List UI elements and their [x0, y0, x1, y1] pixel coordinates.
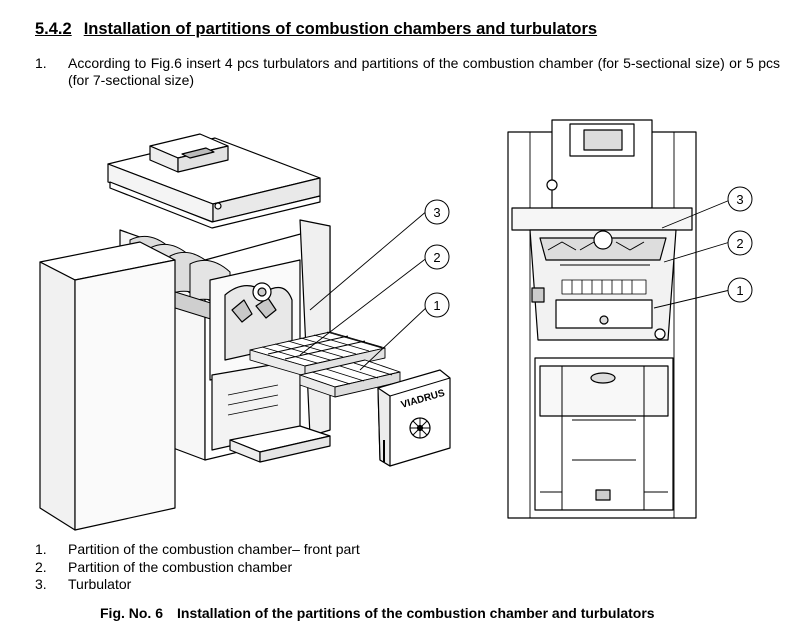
- legend-number: 1.: [35, 541, 47, 557]
- section-number: 5.4.2: [35, 20, 72, 38]
- step-number: 1.: [35, 55, 47, 71]
- section-heading: 5.4.2 Installation of partitions of combu…: [35, 20, 597, 39]
- callout-right-1: 1: [736, 283, 743, 298]
- front-view-boiler-drawing: 3 2 1: [507, 119, 753, 519]
- figure-label: Fig. No. 6: [100, 605, 163, 621]
- legend-text: Partition of the combustion chamber– fro…: [68, 541, 360, 557]
- legend-text: Turbulator: [68, 576, 132, 592]
- section-title: Installation of partitions of combustion…: [83, 20, 598, 38]
- legend-number: 3.: [35, 576, 47, 592]
- figure-caption-text: Installation of the partitions of the co…: [177, 605, 655, 621]
- callout-right-2: 2: [736, 236, 743, 251]
- step-text: According to Fig.6 insert 4 pcs turbulat…: [68, 55, 780, 88]
- callout-left-2: 2: [433, 250, 440, 265]
- callout-left-1: 1: [433, 298, 440, 313]
- figure-caption: Fig. No. 6 Installation of the partitions…: [100, 605, 655, 621]
- legend-number: 2.: [35, 558, 47, 575]
- legend-text: Partition of the combustion chamber: [68, 558, 293, 575]
- fan-icon: [409, 417, 431, 439]
- isometric-boiler-drawing: VIADRUS 3 2 1: [39, 133, 451, 531]
- boiler-figure: VIADRUS 3 2 1: [39, 119, 753, 531]
- callout-left-3: 3: [433, 205, 440, 220]
- callout-right-3: 3: [736, 192, 743, 207]
